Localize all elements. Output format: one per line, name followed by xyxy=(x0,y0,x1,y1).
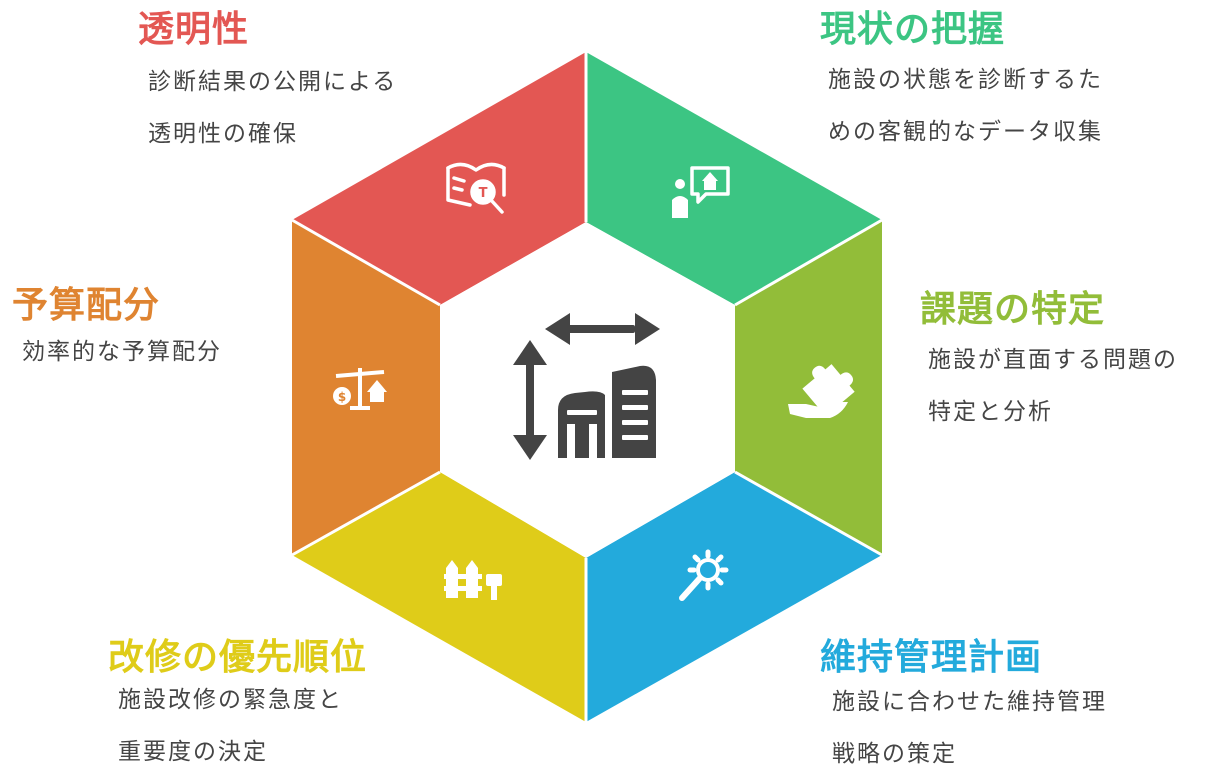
desc-transparency-line-2: 透明性の確保 xyxy=(148,121,298,147)
scale-money-house-icon: $ xyxy=(333,368,387,410)
fence-paintbrush-icon xyxy=(444,560,502,600)
desc-issue-identification: 施設が直面する問題の 特定と分析 xyxy=(928,334,1178,438)
desc-renovation-priority-line-2: 重要度の決定 xyxy=(118,739,268,765)
segment-transparency xyxy=(292,52,586,305)
hand-puzzle-icon xyxy=(788,364,855,418)
segment-current-status xyxy=(586,52,882,305)
person-house-speech-icon xyxy=(672,166,730,218)
title-issue-identification: 課題の特定 xyxy=(920,289,1106,330)
desc-transparency-line-1: 診断結果の公開による xyxy=(148,69,398,95)
title-budget-allocation: 予算配分 xyxy=(12,285,161,326)
desc-maintenance-plan: 施設に合わせた維持管理 戦略の策定 xyxy=(832,676,1107,780)
desc-renovation-priority-line-1: 施設改修の緊急度と xyxy=(118,687,343,713)
center-hexagon xyxy=(440,222,735,558)
wrench-gear-icon xyxy=(679,549,729,601)
desc-transparency: 診断結果の公開による 透明性の確保 xyxy=(148,56,397,160)
title-transparency: 透明性 xyxy=(138,9,250,50)
desc-current-status-line-2: めの客観的なデータ収集 xyxy=(828,119,1103,145)
desc-renovation-priority: 施設改修の緊急度と 重要度の決定 xyxy=(118,674,343,778)
desc-budget-allocation: 効率的な予算配分 xyxy=(22,326,222,378)
desc-issue-identification-line-1: 施設が直面する問題の xyxy=(928,347,1178,373)
title-current-status: 現状の把握 xyxy=(820,9,1006,50)
title-renovation-priority: 改修の優先順位 xyxy=(108,637,368,678)
segment-renovation-priority xyxy=(292,472,586,722)
desc-current-status: 施設の状態を診断するた めの客観的なデータ収集 xyxy=(828,54,1103,158)
segment-maintenance-plan xyxy=(586,472,882,722)
building-with-dimension-arrows-icon xyxy=(513,313,660,460)
desc-budget-allocation-line-1: 効率的な予算配分 xyxy=(22,339,222,365)
desc-current-status-line-1: 施設の状態を診断するた xyxy=(828,67,1103,93)
svg-text:$: $ xyxy=(338,390,346,404)
svg-text:T: T xyxy=(479,186,488,201)
desc-maintenance-plan-line-2: 戦略の策定 xyxy=(832,741,957,767)
desc-issue-identification-line-2: 特定と分析 xyxy=(928,399,1053,425)
desc-maintenance-plan-line-1: 施設に合わせた維持管理 xyxy=(832,689,1107,715)
book-magnifier-icon xyxy=(446,162,506,214)
title-maintenance-plan: 維持管理計画 xyxy=(820,637,1043,678)
segment-budget-allocation xyxy=(292,220,440,555)
